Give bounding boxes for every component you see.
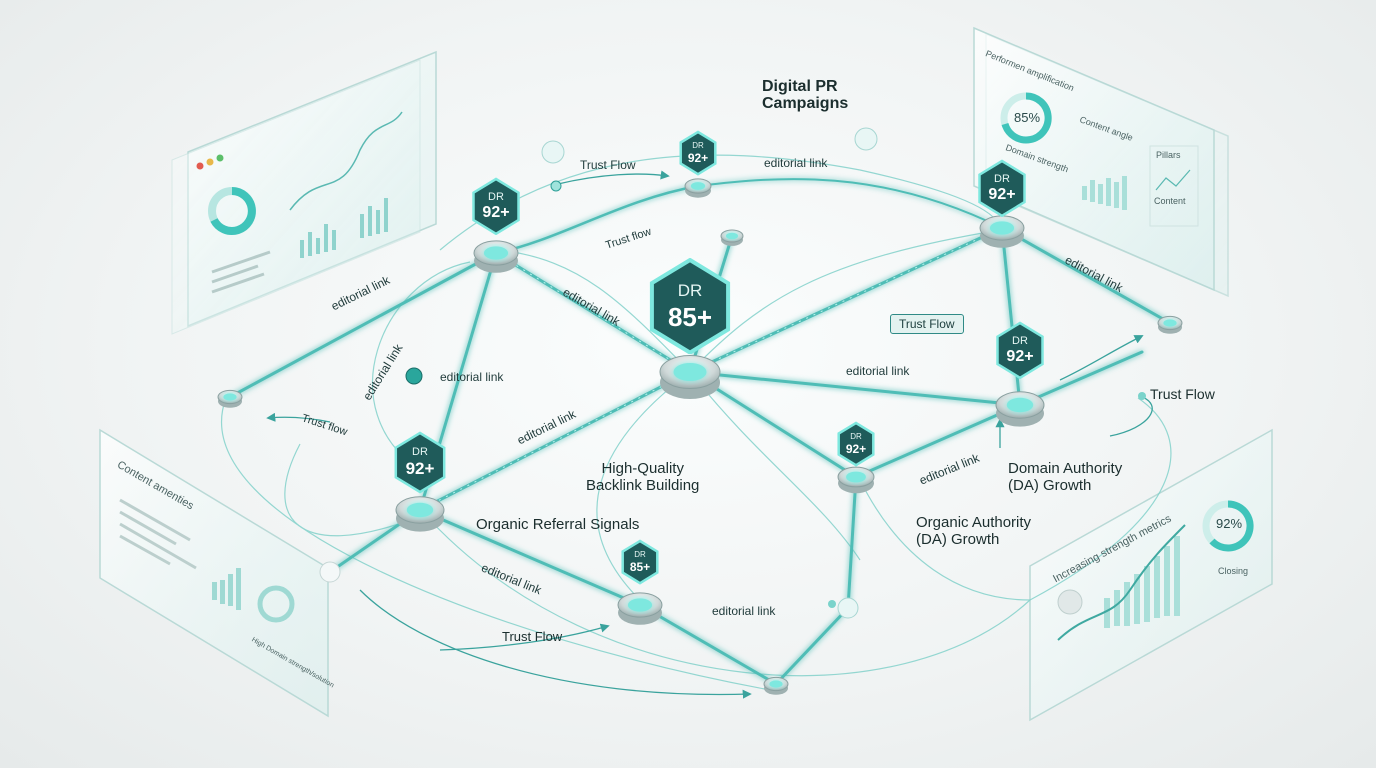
panel-bottom-left (99, 428, 329, 718)
flow-arrows (266, 170, 1153, 699)
percent-ring-icon-2 (1209, 500, 1254, 552)
percent-ring-icon (1001, 92, 1052, 144)
dr-badge-value: 92+ (687, 151, 709, 166)
panel-br-caption: Closing (1218, 566, 1249, 576)
orb-top-left (541, 140, 565, 164)
hexagon-icon (978, 159, 1026, 217)
panel-bottom-right (1029, 428, 1273, 722)
node-bottom-center (763, 676, 789, 695)
dr-badge-value: 92+ (1006, 347, 1034, 365)
trust-flow-pill: Trust Flow (890, 314, 964, 334)
label-trust-flow-top: Trust Flow (580, 158, 636, 172)
dr-badge-value: 92+ (988, 185, 1016, 203)
label-editorial-top: editorial link (764, 156, 828, 170)
orb-top-right (854, 127, 878, 151)
panel-tr-label-b: Pillars (1156, 150, 1181, 160)
node-center (659, 355, 721, 399)
dr-badge-value: 92+ (845, 442, 867, 457)
hexagon-icon (472, 177, 520, 235)
callout-organic-authority-line2: (DA) Growth (916, 531, 1000, 548)
window-minimize-dot (206, 158, 214, 166)
node-top-mid (684, 178, 712, 198)
bar-chart-icon (300, 198, 388, 258)
node-left (395, 496, 445, 532)
dr-badge-prefix: DR (634, 549, 646, 559)
callout-high-quality: High-Quality Backlink Building (586, 460, 699, 494)
callout-domain-authority: Domain Authority (DA) Growth (1008, 460, 1122, 494)
orb-bottom-right (837, 597, 859, 619)
dr-badge-prefix: DR (677, 280, 703, 300)
ring-icon (257, 585, 295, 623)
callout-domain-authority-line1: Domain Authority (1008, 460, 1123, 477)
hexagon-icon (996, 321, 1044, 379)
node-bottom (617, 592, 663, 625)
panel-top-left (171, 50, 437, 335)
dr-badge-value: 85+ (667, 302, 713, 333)
label-trust-flow-bottom: Trust Flow (502, 629, 563, 644)
orbs (319, 127, 1146, 619)
node-top-right (979, 215, 1025, 248)
dr-badge-prefix: DR (1012, 334, 1028, 347)
hexagon-icon (621, 539, 659, 585)
orb-on-panel (1057, 589, 1083, 615)
dr-badge-prefix: DR (412, 445, 428, 458)
flow-curves (220, 154, 1172, 691)
text-lines-icon (211, 250, 271, 294)
rising-bars-icon (1104, 536, 1180, 628)
line-chart-icon (289, 111, 403, 211)
callout-digital-pr-line1: Digital PR (762, 78, 838, 95)
node-top-left (473, 240, 519, 273)
hexagon-icon (679, 130, 717, 176)
node-upper-small (720, 229, 744, 246)
callout-digital-pr: Digital PR Campaigns (762, 78, 848, 112)
window-maximize-dot (216, 154, 224, 162)
label-editorial-center-right: editorial link (846, 364, 910, 378)
hexagon-icon (837, 421, 875, 467)
mini-bar-chart-icon (1082, 176, 1127, 210)
hexagon-icon (394, 431, 446, 493)
label-editorial-small: editorial link (440, 370, 504, 384)
window-close-dot (196, 162, 204, 170)
panel-tr-label-c: Content (1154, 196, 1186, 206)
callout-organic-authority-line1: Organic Authority (916, 514, 1032, 531)
node-far-right (1157, 315, 1183, 334)
callout-domain-authority-line2: (DA) Growth (1008, 477, 1092, 494)
label-trust-flow-right: Trust Flow (1150, 386, 1215, 402)
dr-badge-value: 85+ (629, 560, 651, 575)
panel-br-percent: 92% (1216, 516, 1243, 531)
node-far-left (217, 389, 243, 408)
growth-bars-icon (212, 568, 241, 610)
dr-badge-prefix: DR (692, 140, 704, 150)
node-right (995, 391, 1045, 427)
node-mid-right (837, 466, 875, 494)
dr-badge-prefix: DR (488, 190, 504, 203)
hexagon-icon (649, 257, 731, 355)
dr-badge-prefix: DR (994, 172, 1010, 185)
orb-left (405, 367, 423, 385)
dr-badge-value: 92+ (405, 459, 435, 479)
label-editorial-bottom: editorial link (712, 604, 776, 618)
panel-top-right (973, 26, 1229, 298)
callout-high-quality-line2: Backlink Building (586, 477, 700, 494)
callout-organic-referral: Organic Referral Signals (476, 516, 640, 533)
callout-digital-pr-line2: Campaigns (762, 95, 849, 112)
dr-badge-prefix: DR (850, 431, 862, 441)
dr-badge-value: 92+ (482, 203, 510, 221)
panel-tr-percent: 85% (1014, 110, 1041, 125)
callout-organic-authority: Organic Authority (DA) Growth (916, 514, 1031, 548)
callout-high-quality-line1: High-Quality (601, 460, 684, 477)
